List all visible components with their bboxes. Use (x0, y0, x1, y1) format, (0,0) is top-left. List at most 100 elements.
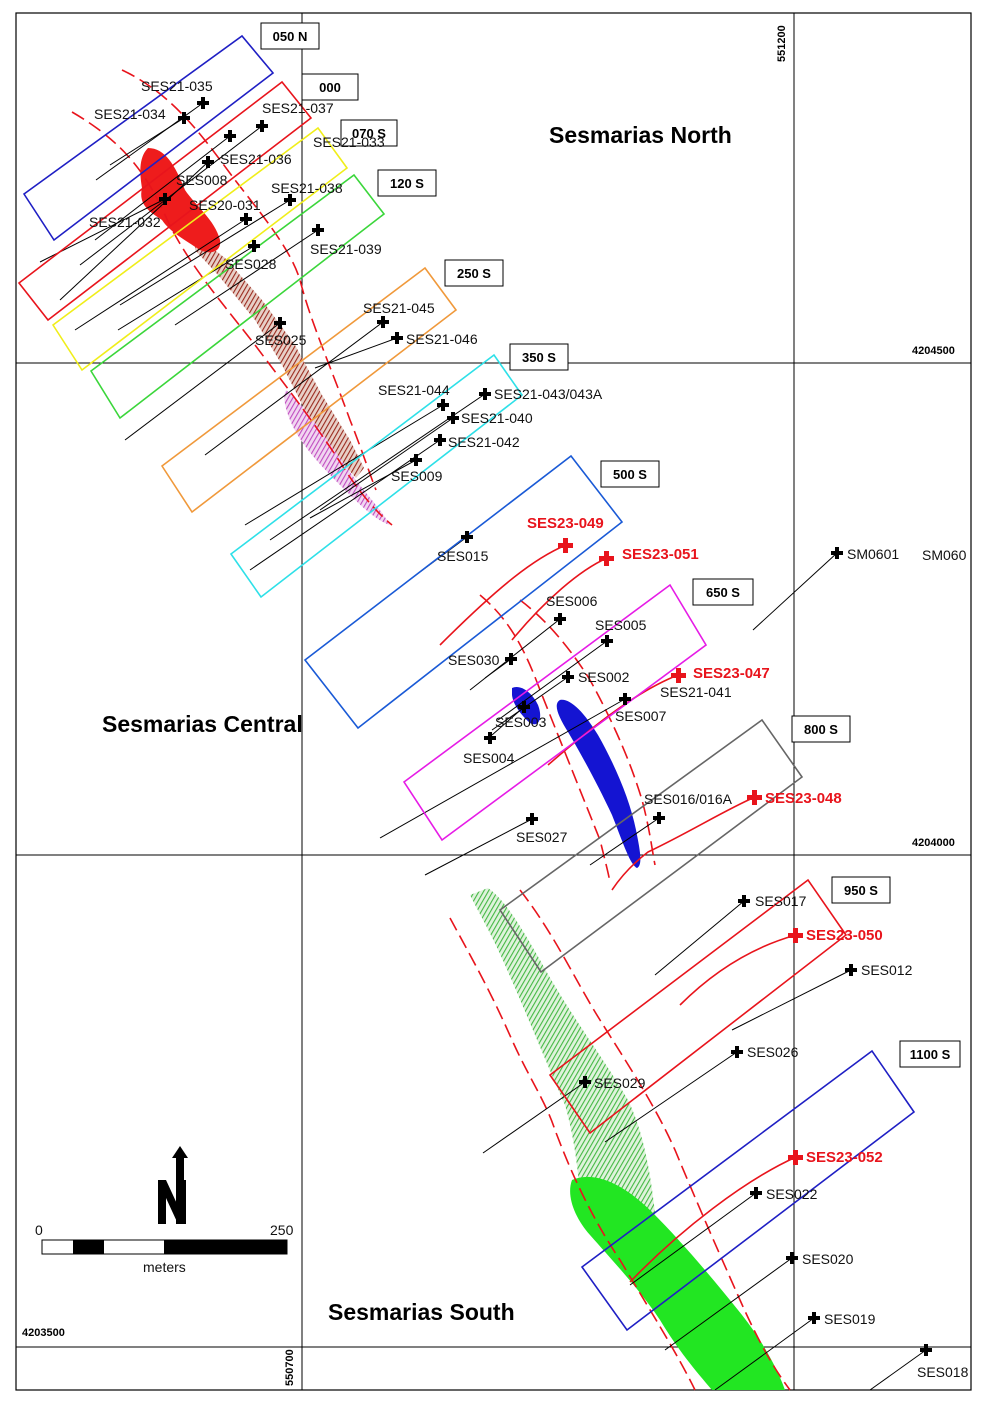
svg-text:500 S: 500 S (613, 467, 647, 482)
drill-collars (159, 97, 932, 1356)
south-orebody-solid (570, 1176, 785, 1390)
collar-marker (284, 194, 296, 206)
hole-label: SES007 (615, 708, 667, 724)
collar-marker (437, 399, 449, 411)
section-label-1100s: 1100 S (899, 1040, 961, 1068)
section-box-650s (402, 583, 708, 842)
new-collar-marker (788, 928, 803, 943)
new-collar-marker (599, 551, 614, 566)
svg-text:000: 000 (319, 80, 341, 95)
north-orebody-pink-tail (284, 390, 390, 525)
collar-marker (579, 1076, 591, 1088)
map-frame (15, 12, 972, 1391)
hole-label: SES026 (747, 1044, 799, 1060)
section-label-250s: 250 S (444, 259, 504, 287)
new-drillhole-labels: SES23-049 SES23-051 SES23-047 SES23-048 … (527, 515, 883, 1166)
hole-label: SES012 (861, 962, 913, 978)
region-label-central: Sesmarias Central (102, 711, 303, 737)
hole-label: SES019 (824, 1311, 876, 1327)
section-box-050n (22, 34, 275, 242)
hole-label: SES21-034 (94, 106, 166, 122)
hole-label: SES21-041 (660, 684, 732, 700)
collar-marker (518, 701, 530, 713)
hole-label: SES009 (391, 468, 443, 484)
central-orebody-main (556, 699, 641, 868)
section-box-120s (89, 173, 386, 420)
collar-marker (750, 1187, 762, 1199)
hole-label: SES21-033 (313, 134, 385, 150)
collar-marker (377, 316, 389, 328)
section-box-500s (303, 454, 624, 730)
section-label-800s: 800 S (791, 715, 851, 743)
hole-label: SM060 (922, 547, 967, 563)
svg-text:120 S: 120 S (390, 176, 424, 191)
collar-marker (248, 240, 260, 252)
new-collar-marker (558, 538, 573, 553)
collar-marker (808, 1312, 820, 1324)
section-box-800s (498, 718, 804, 974)
section-label-050n: 050 N (260, 22, 320, 50)
drillhole-labels: SES21-035 SES21-034 SES21-037 SES21-033 … (89, 78, 969, 1380)
northing-label-upper: 4204500 (912, 345, 955, 357)
region-label-north: Sesmarias North (549, 122, 732, 148)
collar-marker (653, 812, 665, 824)
section-label-120s: 120 S (377, 169, 437, 197)
collar-marker (920, 1344, 932, 1356)
north-orebody-tail (195, 235, 364, 478)
collar-marker (224, 130, 236, 142)
collar-marker (831, 547, 843, 559)
collar-marker (240, 213, 252, 225)
svg-text:050 N: 050 N (273, 29, 308, 44)
northing-label-lower: 4203500 (22, 1327, 65, 1339)
collar-marker (447, 412, 459, 424)
svg-text:950 S: 950 S (844, 883, 878, 898)
section-label-950s: 950 S (831, 876, 891, 904)
new-hole-label: SES23-048 (765, 790, 842, 807)
section-box-950s (548, 878, 848, 1135)
collar-marker (845, 964, 857, 976)
fault-north-east (121, 69, 377, 491)
hole-label: SES006 (546, 593, 598, 609)
svg-text:1100 S: 1100 S (910, 1047, 951, 1062)
hole-label: SES21-045 (363, 300, 435, 316)
hole-label: SES21-046 (406, 331, 478, 347)
hole-label: SES21-038 (271, 180, 343, 196)
hole-label: SES028 (225, 256, 277, 272)
section-box-1100s (580, 1049, 916, 1332)
northing-label-middle: 4204000 (912, 837, 955, 849)
svg-text:250 S: 250 S (457, 266, 491, 281)
drill-traces (39, 102, 927, 1391)
collar-marker (312, 224, 324, 236)
hole-label: SES027 (516, 829, 568, 845)
svg-text:350 S: 350 S (522, 350, 556, 365)
collar-marker (197, 97, 209, 109)
hole-label: SES018 (917, 1364, 969, 1380)
hole-label: SES015 (437, 548, 489, 564)
section-label-350s: 350 S (509, 343, 569, 371)
easting-label-top: 551200 (776, 25, 788, 62)
scale-bar-end: 250 (270, 1222, 294, 1238)
collar-marker (434, 434, 446, 446)
new-drill-collars (558, 538, 803, 1165)
hole-label: SES21-036 (220, 151, 292, 167)
svg-text:650 S: 650 S (706, 585, 740, 600)
collar-marker (554, 613, 566, 625)
fault-south-east (519, 889, 791, 1391)
hole-label: SES21-039 (310, 241, 382, 257)
collar-marker (274, 317, 286, 329)
fault-central-east (519, 599, 656, 866)
hole-label: SES017 (755, 893, 807, 909)
collar-marker (601, 635, 613, 647)
collar-marker (256, 120, 268, 132)
collar-marker (619, 693, 631, 705)
collar-marker (461, 531, 473, 543)
hole-label: SES21-035 (141, 78, 213, 94)
hole-label: SES004 (463, 750, 515, 766)
south-orebody (470, 888, 785, 1390)
section-box-070s (51, 126, 349, 372)
hole-label: SES20-031 (189, 197, 261, 213)
hole-label: SES21-043/043A (494, 386, 603, 402)
section-label-070s: 070 S (340, 119, 398, 147)
new-collar-marker (747, 790, 762, 805)
